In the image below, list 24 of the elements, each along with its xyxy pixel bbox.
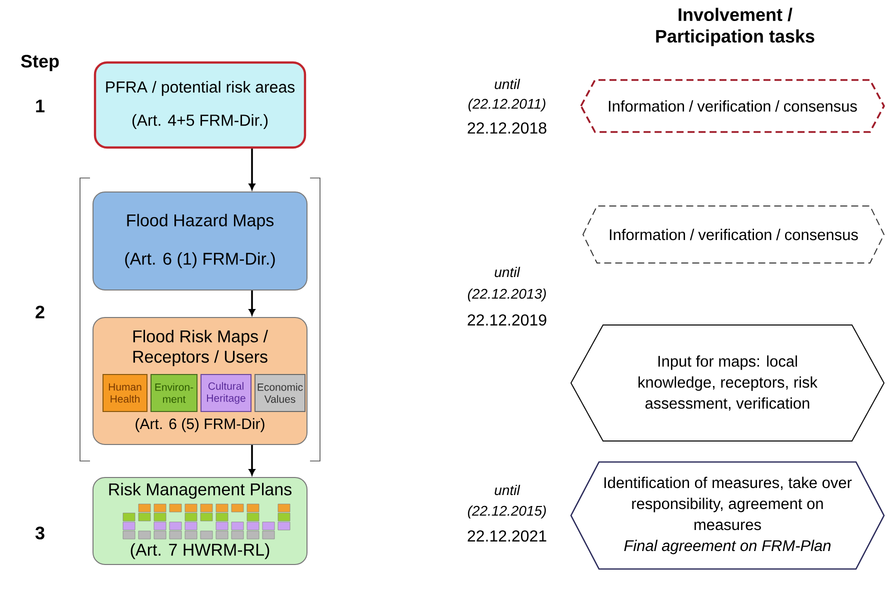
category-box: Environ- ment [150,374,198,412]
step-label: 2 [36,306,44,318]
hexagon-box: Identification of measures, take over responsibility, agreement on measures Final agreement on FRM-Plan [570,461,885,570]
arrow [248,148,256,190]
category-box: Economic Values [254,374,306,412]
process-box: Flood Hazard Maps (Art. 6 (1) FRM-Dir.) [92,192,308,290]
category-box: Cultural Heritage [200,374,252,412]
step-label: 1 [36,100,45,112]
date-label: until [494,78,520,90]
date-label: (22.12.2011) [468,98,546,112]
step-label: Step [21,54,59,72]
date-label: 22.12.2021 [468,530,546,542]
date-label: until [494,484,520,496]
date-label: (22.12.2013) [468,288,546,302]
date-label: until [494,266,520,278]
date-label: (22.12.2015) [468,505,546,519]
date-label: 22.12.2018 [468,122,546,134]
arrow [248,445,256,476]
column-heading: Involvement / Participation tasks [656,8,814,46]
category-box: Human Health [102,374,148,412]
process-box: PFRA / potential risk areas (Art. 4+5 FRM-Dir.) [94,61,306,149]
arrow [248,290,256,316]
step-label: 3 [35,526,44,540]
date-label: 22.12.2019 [468,314,546,326]
